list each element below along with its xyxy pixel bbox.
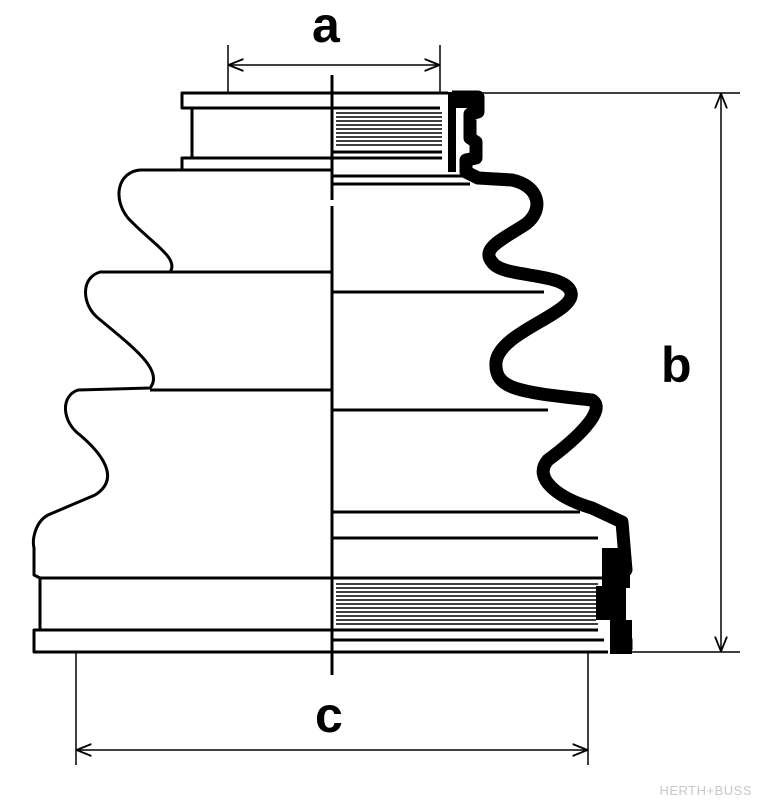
dimension-c	[75, 652, 589, 765]
dimension-a-label: a	[312, 0, 340, 53]
boot-left-outline	[31, 91, 332, 654]
top-thread-grooves	[336, 112, 442, 146]
boot-right-outline	[332, 91, 608, 654]
dimension-a	[227, 45, 441, 93]
brand-watermark: HERTH+BUSS	[659, 783, 752, 798]
dimension-c-label: c	[315, 687, 343, 743]
boot-wall-section	[452, 90, 633, 650]
dimension-b	[478, 92, 740, 653]
dimension-b-label: b	[661, 337, 692, 393]
bottom-thread-grooves	[336, 583, 598, 625]
